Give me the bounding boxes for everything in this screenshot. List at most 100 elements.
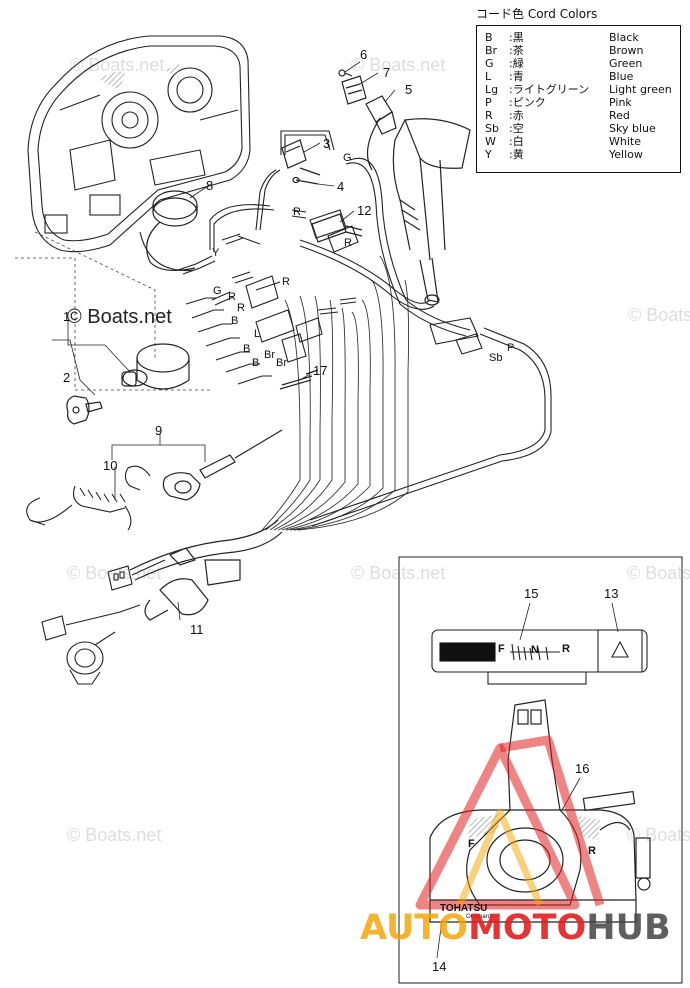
control-housing bbox=[27, 35, 251, 253]
legend-code: R bbox=[485, 109, 493, 122]
main-harness bbox=[129, 519, 283, 621]
wire-label-b1: B bbox=[231, 315, 239, 327]
callout-5: 5 bbox=[405, 82, 413, 97]
legend-en: Red bbox=[609, 109, 630, 122]
wire-label-r4: R bbox=[282, 276, 290, 288]
logo-part-c: HUB bbox=[586, 908, 671, 948]
callout-7: 7 bbox=[383, 65, 391, 80]
brand-sub-label: Outboards bbox=[466, 914, 495, 920]
wire-label-sb1: Sb bbox=[489, 352, 503, 364]
small-screw bbox=[338, 69, 353, 77]
wire-label-l1: L bbox=[254, 328, 261, 340]
remote-box bbox=[429, 699, 651, 923]
callout-12: 12 bbox=[357, 203, 372, 218]
legend-jp: :白 bbox=[509, 135, 524, 148]
stop-switch bbox=[162, 429, 283, 501]
wire-label-r5: R bbox=[237, 302, 245, 314]
legend-jp: :青 bbox=[509, 70, 524, 83]
legend-row: Y :黄 Yellow bbox=[477, 148, 682, 161]
legend-code: Lg bbox=[485, 83, 499, 96]
callout-16: 16 bbox=[575, 761, 590, 776]
leader-lines bbox=[52, 61, 396, 621]
callout-15: 15 bbox=[524, 586, 539, 601]
throttle-lever bbox=[392, 118, 471, 306]
legend-row: Lg :ライトグリーン Light green bbox=[477, 83, 682, 96]
gauge-r-label: R bbox=[562, 643, 570, 655]
wire-label-r1: R bbox=[293, 206, 301, 218]
legend-code: G bbox=[485, 57, 494, 70]
callout-17: 17 bbox=[313, 363, 328, 378]
wire-label-r3: R bbox=[344, 237, 352, 249]
legend-title: コード色 Cord Colors bbox=[476, 7, 598, 21]
lever-r-label: R bbox=[588, 845, 596, 857]
watermark-4: © Boats.net bbox=[67, 563, 162, 583]
watermark-3: © Boats.net bbox=[628, 305, 690, 325]
legend-code: L bbox=[485, 70, 492, 83]
connector-cluster bbox=[185, 209, 359, 385]
logo-part-a: AUTO bbox=[360, 908, 469, 948]
callout-8: 8 bbox=[206, 178, 214, 193]
callout-1: 1 bbox=[63, 309, 71, 324]
automotohub-logo: AUTOMOTOHUB bbox=[360, 908, 671, 948]
callout-9: 9 bbox=[155, 423, 163, 438]
wire-label-y1: Y bbox=[212, 247, 220, 259]
brand-label: TOHATSU bbox=[440, 903, 488, 914]
legend-jp: :ピンク bbox=[509, 96, 546, 109]
legend-jp: :緑 bbox=[509, 57, 524, 70]
lanyard-cord bbox=[26, 465, 151, 531]
wire-label-br1: Br bbox=[264, 349, 275, 361]
legend-en: Pink bbox=[609, 96, 632, 109]
watermark-6: © Boats.net bbox=[627, 563, 690, 583]
inset-frame bbox=[398, 556, 683, 984]
legend-jp: :黄 bbox=[509, 148, 524, 161]
watermark-7: © Boats.net bbox=[67, 825, 162, 845]
legend-en: Black bbox=[609, 31, 639, 44]
logo-part-b: MOTO bbox=[468, 908, 587, 948]
resistor-connector bbox=[311, 213, 363, 243]
callout-14: 14 bbox=[432, 959, 447, 974]
legend-row: L :青 Blue bbox=[477, 70, 682, 83]
right-cable bbox=[309, 157, 552, 527]
legend-row: Br :茶 Brown bbox=[477, 44, 682, 57]
callout-13: 13 bbox=[604, 586, 619, 601]
wire-label-b3: B bbox=[252, 357, 260, 369]
watermark-1: © Boats.net bbox=[70, 55, 165, 75]
legend-en: Sky blue bbox=[609, 122, 656, 135]
wire-label-p1: P bbox=[507, 342, 515, 354]
legend-jp: :ライトグリーン bbox=[509, 83, 590, 96]
callout-11: 11 bbox=[190, 622, 204, 637]
legend-jp: :茶 bbox=[509, 44, 524, 57]
callout-3: 3 bbox=[323, 136, 331, 151]
legend-code: P bbox=[485, 96, 492, 109]
gauge-panel bbox=[431, 629, 648, 685]
legend-jp: :黒 bbox=[509, 31, 524, 44]
housing-hatching bbox=[100, 64, 180, 90]
legend-row: P :ピンク Pink bbox=[477, 96, 682, 109]
logo-triangle bbox=[415, 735, 605, 910]
legend-en: Yellow bbox=[609, 148, 643, 161]
tie-strap bbox=[279, 369, 319, 390]
main-switch bbox=[121, 343, 190, 390]
wire-label-br2: Br bbox=[276, 357, 287, 369]
legend-en: Light green bbox=[609, 83, 672, 96]
watermark-5: © Boats.net bbox=[351, 563, 446, 583]
wire-label-b2: B bbox=[243, 343, 251, 355]
wire-bundle bbox=[261, 255, 410, 531]
legend-en: White bbox=[609, 135, 641, 148]
neutral-switch bbox=[281, 139, 321, 176]
gauge-f-label: F bbox=[498, 643, 505, 655]
wire-label-g2: G bbox=[213, 285, 222, 297]
legend-code: B bbox=[485, 31, 493, 44]
harness-connectors bbox=[41, 559, 166, 685]
legend-code: Sb bbox=[485, 122, 499, 135]
watermark-8: © Boats.net bbox=[627, 825, 690, 845]
ignition-key bbox=[66, 395, 103, 425]
gauge-n-label: N bbox=[531, 644, 539, 656]
wire-label-g1: G bbox=[343, 152, 352, 164]
plate bbox=[341, 75, 367, 105]
loose-connectors bbox=[177, 209, 357, 315]
callout-10: 10 bbox=[103, 458, 118, 473]
watermark-main: © Boats.net bbox=[67, 306, 172, 328]
lever-f-label: F bbox=[468, 838, 475, 850]
